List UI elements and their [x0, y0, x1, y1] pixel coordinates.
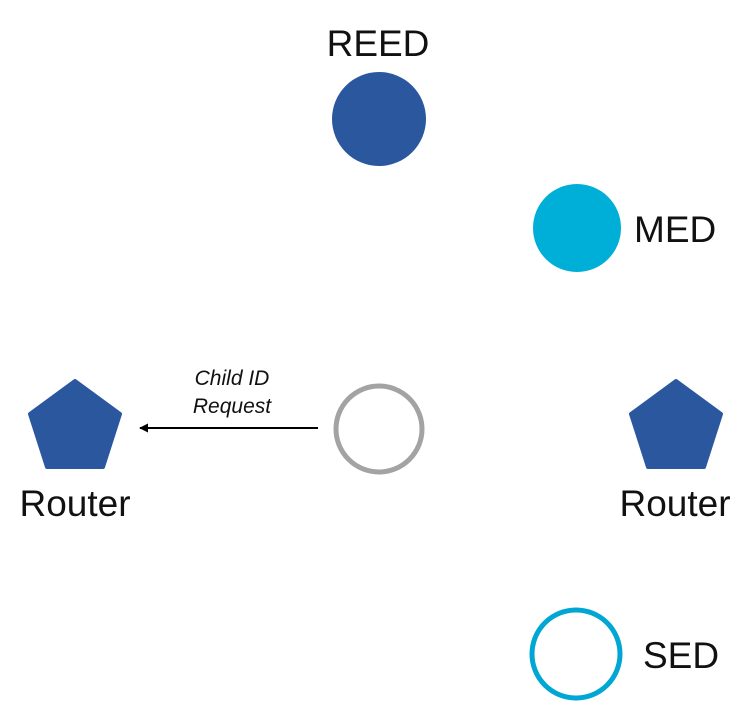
router-left-label: Router	[19, 483, 130, 524]
sed-label: SED	[643, 635, 719, 676]
joining-device-node	[333, 383, 425, 475]
pentagon-icon	[28, 379, 122, 469]
edge-label-line1: Child ID	[195, 367, 270, 390]
hollow-circle-icon	[333, 383, 425, 475]
reed-circle-icon	[332, 72, 426, 166]
router-right-label: Router	[619, 483, 730, 524]
med-circle-icon	[533, 184, 621, 272]
reed-label: REED	[327, 23, 430, 64]
pentagon-icon	[629, 379, 723, 469]
edge-label-line2: Request	[193, 395, 272, 418]
router-right-node: Router	[619, 379, 731, 524]
child-id-request-edge: Child ID Request	[139, 367, 318, 433]
med-node: MED	[533, 184, 716, 272]
sed-node: SED	[529, 607, 719, 701]
router-left-node: Router	[19, 379, 131, 524]
hollow-circle-icon	[529, 607, 623, 701]
med-label: MED	[634, 209, 716, 250]
reed-node: REED	[327, 23, 430, 166]
